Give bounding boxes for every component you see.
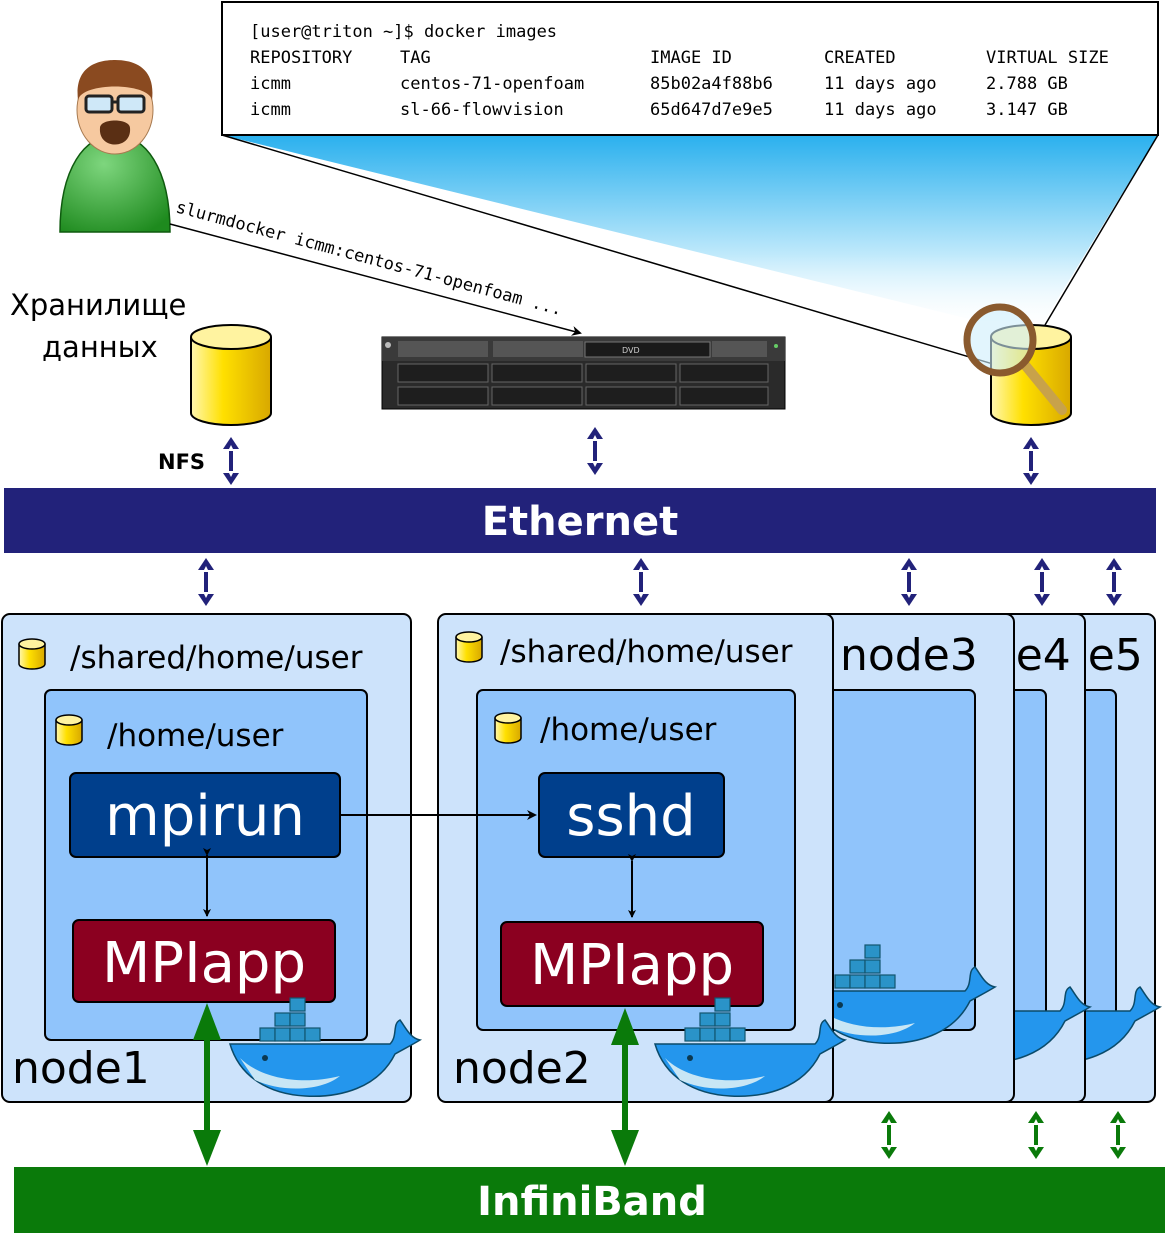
terminal-prompt: [user@triton ~]$ docker images [250,22,557,42]
command-text: slurmdocker icmm:centos-71-openfoam ... [174,198,565,321]
magnifier-icon [963,303,1067,415]
node2-shared-path: /shared/home/user [500,634,793,670]
node1-eth-arrow [196,556,216,608]
node1-home-path: /home/user [107,718,284,754]
home-storage-icon [494,712,522,744]
node5-ib-arrow [1108,1109,1128,1161]
node3-label: node3 [840,630,978,681]
terminal-window: [user@triton ~]$ docker images REPOSITOR… [221,1,1159,136]
sshd-label: sshd [566,784,695,849]
node4-eth-arrow [1032,556,1052,608]
home-storage-icon [55,714,83,746]
row1-repository: icmm [250,74,291,94]
node2-home-path: /home/user [540,712,717,748]
row2-size: 3.147 GB [986,100,1068,120]
row2-image-id: 65d647d7e9e5 [650,100,773,120]
ethernet-label: Ethernet [482,499,679,545]
row1-size: 2.788 GB [986,74,1068,94]
node3-eth-arrow [899,556,919,608]
infiniband-label: InfiniBand [477,1179,707,1225]
server-link-arrow [585,425,605,477]
col-header-virtual-size: VIRTUAL SIZE [986,48,1109,68]
nfs-label: NFS [158,450,205,474]
row2-created: 11 days ago [824,100,937,120]
node1: /shared/home/user /home/user mpirun MPIa… [1,613,421,1103]
col-header-repository: REPOSITORY [250,48,352,68]
node4-ib-arrow [1026,1109,1046,1161]
col-header-tag: TAG [400,48,431,68]
shared-storage-icon [18,638,46,670]
node2: /shared/home/user /home/user sshd MPIapp… [437,613,846,1103]
col-header-image-id: IMAGE ID [650,48,732,68]
row2-repository: icmm [250,100,291,120]
row1-image-id: 85b02a4f88b6 [650,74,773,94]
row1-created: 11 days ago [824,74,937,94]
storage-label-line2: данных [42,330,158,364]
command-arrow [169,223,582,336]
mpiapp-box-node1 [72,919,336,1003]
mpirun-label: mpirun [105,784,305,849]
node3-ib-arrow [879,1109,899,1161]
dvd-badge: DVD [622,346,640,355]
mpiapp-label-node1: MPIapp [102,931,306,996]
node2-eth-arrow [631,556,651,608]
node1-shared-path: /shared/home/user [70,640,363,676]
nfs-link-arrow [221,435,241,487]
infiniband-bar [14,1167,1165,1233]
node2-ib-arrow [611,1008,639,1166]
storage-label-line1: Хранилище [10,288,186,322]
row2-tag: sl-66-flowvision [400,100,564,120]
mpiapp-label-node2: MPIapp [530,933,734,998]
node5-eth-arrow [1104,556,1124,608]
data-storage-db-icon [190,324,272,426]
mpiapp-box-node2 [500,921,764,1007]
registry-link-arrow [1021,435,1041,487]
node1-label: node1 [12,1043,150,1094]
node2-label: node2 [453,1043,591,1094]
col-header-created: CREATED [824,48,896,68]
ethernet-bar [4,488,1156,553]
row1-tag: centos-71-openfoam [400,74,584,94]
shared-storage-icon [455,631,483,663]
node1-ib-arrow [193,1003,221,1166]
server-icon: DVD [381,336,786,410]
user-icon [59,60,171,233]
